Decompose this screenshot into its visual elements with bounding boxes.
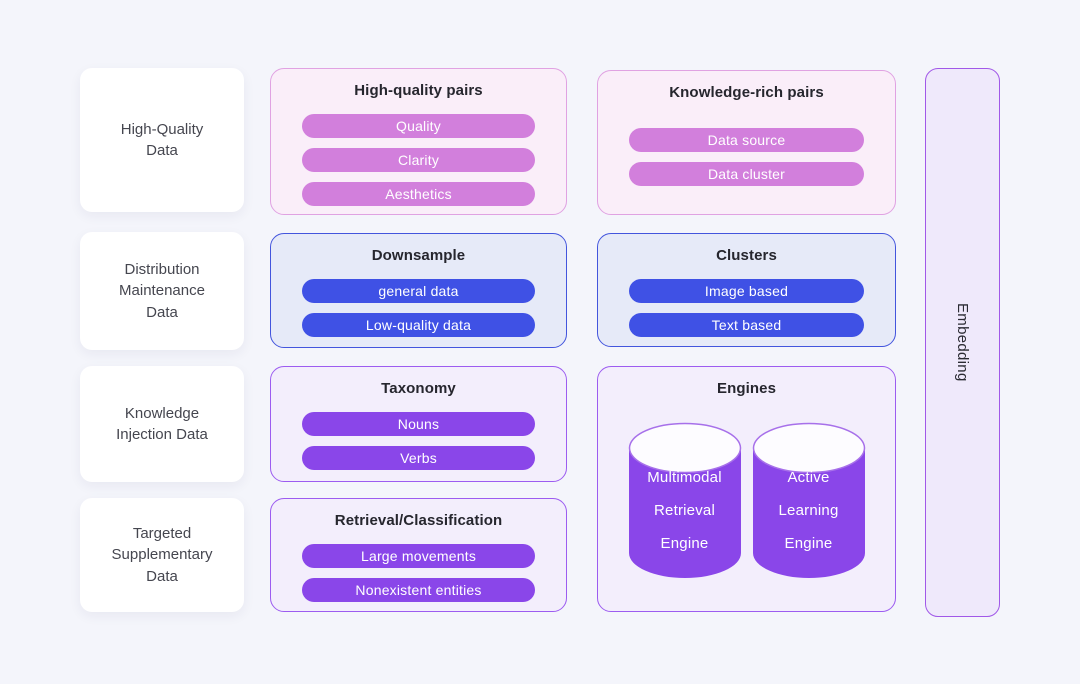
category-label-line: Injection Data (116, 426, 208, 443)
box-taxonomy: Taxonomy Nouns Verbs (270, 366, 567, 482)
pill-large-movements: Large movements (302, 544, 535, 568)
box-high-quality-pairs: High-quality pairs Quality Clarity Aesth… (270, 68, 567, 215)
category-label-line: Data (146, 303, 178, 321)
pill-nonexistent-entities: Nonexistent entities (302, 578, 535, 602)
box-title: Engines (716, 380, 777, 397)
pill-low-quality-data: Low-quality data (302, 313, 535, 337)
pill-aesthetics: Aesthetics (302, 182, 535, 206)
pill-data-cluster: Data cluster (629, 162, 864, 186)
box-retrieval-classification: Retrieval/Classification Large movements… (270, 498, 567, 612)
category-label-line: Data (146, 567, 178, 585)
pill-image-based: Image based (629, 279, 864, 303)
box-knowledge-rich-pairs: Knowledge-rich pairs Data source Data cl… (597, 70, 896, 215)
box-title: Downsample (371, 247, 466, 264)
box-title: Retrieval/Classification (334, 512, 503, 529)
pill-list: Data source Data cluster (598, 128, 895, 186)
cylinder-label: Multimodal Retrieval Engine (627, 461, 743, 560)
cylinder-multimodal-retrieval-engine: Multimodal Retrieval Engine (627, 421, 743, 581)
box-downsample: Downsample general data Low-quality data (270, 233, 567, 348)
pill-verbs: Verbs (302, 446, 535, 470)
embedding-panel: Embedding (925, 68, 1000, 617)
box-title: High-quality pairs (354, 82, 483, 99)
cylinder-active-learning-engine: Active Learning Engine (751, 421, 867, 581)
pill-list: Image based Text based (598, 279, 895, 337)
category-label-line: Maintenance (119, 282, 205, 300)
pill-list: Nouns Verbs (271, 412, 566, 470)
category-label: High-Quality Data (121, 119, 204, 162)
cylinder-label-line: Multimodal (647, 469, 722, 486)
category-label-line: Knowledge (124, 404, 200, 422)
cylinder-label-line: Engine (660, 535, 709, 552)
cylinder-label: Active Learning Engine (751, 461, 867, 560)
database-cylinder-icon (752, 422, 865, 578)
pill-data-source: Data source (629, 128, 864, 152)
category-label: Targeted Supplementary Data (112, 523, 213, 587)
box-clusters: Clusters Image based Text based (597, 233, 896, 347)
pill-general-data: general data (302, 279, 535, 303)
box-title: Knowledge-rich pairs (669, 84, 824, 101)
category-card-targeted-supplementary-data: Targeted Supplementary Data (80, 498, 244, 612)
cylinder-label-line: Learning (778, 502, 839, 519)
cylinder-label-line: Engine (784, 535, 833, 552)
box-engines: Engines Multimodal Retrieval Engine (597, 366, 896, 612)
category-label: Distribution Maintenance Data (119, 259, 205, 323)
pill-list: Quality Clarity Aesthetics (271, 114, 566, 206)
pill-list: Large movements Nonexistent entities (271, 544, 566, 602)
category-label-line: Distribution (124, 261, 200, 279)
box-title: Taxonomy (381, 380, 456, 397)
category-card-distribution-maintenance-data: Distribution Maintenance Data (80, 232, 244, 350)
embedding-label: Embedding (954, 303, 971, 382)
pill-list: general data Low-quality data (271, 279, 566, 337)
category-label-line: Targeted (132, 525, 192, 543)
database-cylinder-icon (628, 422, 741, 578)
category-label-line: Supplementary (111, 546, 213, 564)
cylinder-label-line: Retrieval (654, 502, 715, 519)
cylinder-row: Multimodal Retrieval Engine Active Learn… (627, 421, 867, 581)
pill-text-based: Text based (629, 313, 864, 337)
pill-clarity: Clarity (302, 148, 535, 172)
category-label-line: Data (146, 142, 178, 159)
cylinder-label-line: Active (787, 469, 830, 486)
pill-nouns: Nouns (302, 412, 535, 436)
category-card-knowledge-injection-data: Knowledge Injection Data (80, 366, 244, 482)
pill-quality: Quality (302, 114, 535, 138)
category-label: Knowledge Injection Data (116, 403, 208, 446)
box-title: Clusters (716, 247, 777, 264)
category-card-high-quality-data: High-Quality Data (80, 68, 244, 212)
category-label-line: High-Quality (120, 120, 204, 138)
